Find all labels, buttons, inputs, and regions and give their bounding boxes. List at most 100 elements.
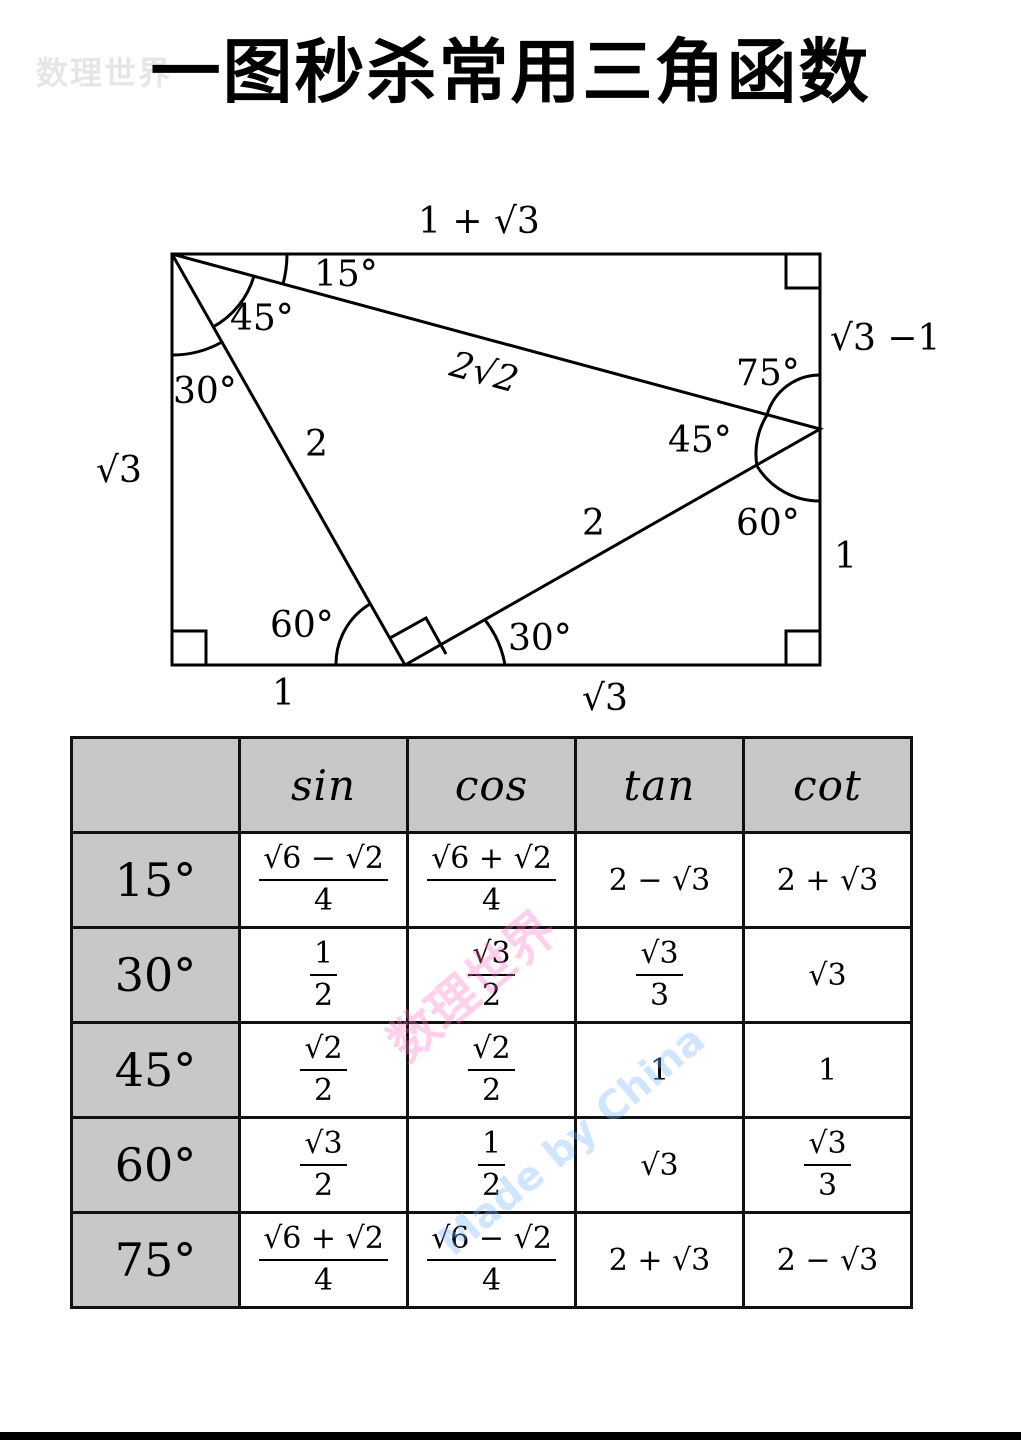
label-right-leg: 2 — [582, 503, 605, 544]
label-top-side: 1 + √3 — [418, 201, 540, 242]
fraction-denominator: 2 — [313, 1168, 334, 1203]
label-angle-bottom-30: 30° — [508, 618, 572, 659]
fraction-denominator: 4 — [313, 883, 334, 918]
label-angle-top-45: 45° — [230, 298, 294, 339]
fraction-denominator: 2 — [313, 978, 334, 1013]
fraction-numerator: 1 — [477, 1126, 506, 1166]
label-angle-bottom-60: 60° — [270, 605, 334, 646]
label-angle-right-45: 45° — [668, 420, 732, 461]
fraction-denominator: 2 — [481, 1168, 502, 1203]
fraction-numerator: √6 − √2 — [427, 1221, 556, 1261]
cell-value: 2 + √3 — [776, 862, 879, 898]
cell-cot: 2 + √3 — [742, 831, 913, 929]
right-angle-marker-bottom-left — [170, 629, 208, 667]
fraction-numerator: √6 + √2 — [427, 841, 556, 881]
label-left-leg: 2 — [305, 424, 328, 465]
label-bottom-left-side: 1 — [272, 673, 295, 714]
cell-cot: 2 − √3 — [742, 1211, 913, 1309]
label-angle-right-60: 60° — [736, 503, 800, 544]
right-angle-marker-bottom-right — [784, 629, 822, 667]
fraction-denominator: 3 — [817, 1168, 838, 1203]
row-angle-label: 30° — [70, 926, 241, 1024]
cell-tan: 2 − √3 — [574, 831, 745, 929]
fraction-numerator: √6 + √2 — [259, 1221, 388, 1261]
header-cos: cos — [406, 736, 577, 834]
fraction-denominator: 2 — [481, 978, 502, 1013]
cell-value: 2 + √3 — [608, 1242, 711, 1278]
label-right-upper-side: √3 −1 — [830, 318, 940, 359]
fraction-numerator: √6 − √2 — [259, 841, 388, 881]
row-angle-label: 75° — [70, 1211, 241, 1309]
fraction-numerator: √3 — [468, 936, 515, 976]
arc-right-middle — [754, 414, 769, 467]
label-right-lower-side: 1 — [834, 536, 857, 577]
fraction-denominator: 4 — [481, 1263, 502, 1298]
header-sin: sin — [238, 736, 409, 834]
cell-value: 2 − √3 — [608, 862, 711, 898]
arc-top-left-45 — [212, 275, 256, 329]
arc-right-lower — [755, 465, 821, 503]
arc-bottom-30 — [483, 619, 507, 666]
cell-value: 2 − √3 — [776, 1242, 879, 1278]
fraction-denominator: 3 — [649, 978, 670, 1013]
arc-top-left-15 — [281, 253, 289, 285]
right-angle-marker-top-right — [784, 252, 822, 290]
inner-triangle — [170, 252, 824, 668]
cell-value: 1 — [649, 1052, 670, 1088]
cell-value: √3 — [640, 1147, 679, 1183]
fraction-numerator: √3 — [636, 936, 683, 976]
cell-value: √3 — [808, 957, 847, 993]
fraction-numerator: √3 — [804, 1126, 851, 1166]
label-angle-right-75: 75° — [736, 353, 800, 394]
bottom-bar — [0, 1432, 1021, 1440]
arc-right-upper — [765, 373, 821, 416]
arc-bottom-60 — [334, 602, 371, 666]
label-hypotenuse: 2√2 — [445, 344, 523, 402]
arc-top-left-30 — [171, 340, 223, 357]
cell-tan: 1 — [574, 1021, 745, 1119]
header-cot: cot — [742, 736, 913, 834]
table-corner-cell — [70, 736, 241, 834]
fraction-denominator: 4 — [313, 1263, 334, 1298]
label-bottom-right-side: √3 — [582, 678, 628, 719]
cell-tan: √3 — [574, 1116, 745, 1214]
row-angle-label: 45° — [70, 1021, 241, 1119]
fraction-numerator: √3 — [300, 1126, 347, 1166]
fraction-numerator: 1 — [309, 936, 338, 976]
page-title: 一图秒杀常用三角函数 — [150, 31, 871, 113]
fraction-numerator: √2 — [468, 1031, 515, 1071]
fraction-numerator: √2 — [300, 1031, 347, 1071]
fraction-denominator: 2 — [481, 1073, 502, 1108]
right-angle-marker-bottom-center — [389, 615, 448, 655]
row-angle-label: 15° — [70, 831, 241, 929]
label-angle-top-30: 30° — [173, 371, 237, 412]
header-tan: tan — [574, 736, 745, 834]
fraction-denominator: 4 — [481, 883, 502, 918]
